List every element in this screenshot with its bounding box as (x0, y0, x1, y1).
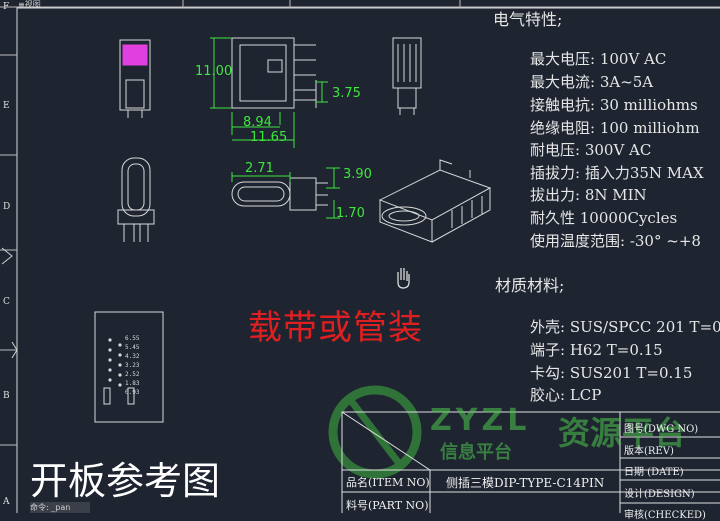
watermark-sub: 信息平台 (440, 442, 512, 463)
spec-contact-resistance: 接触电抗: 30 milliohms (530, 96, 698, 114)
pcb-label: 2.52 (125, 371, 140, 378)
spec-temperature-range: 使用温度范围: -30° ~+8 (530, 232, 701, 250)
pcb-dimension-labels: 6.55 5.45 4.32 3.23 2.52 1.83 0.93 (125, 334, 139, 397)
pcb-label: 5.45 (125, 344, 140, 351)
material-title: 材质材料; (495, 276, 565, 295)
dimension-11-65: 11.65 (250, 130, 288, 145)
part-horizontal-receptacle (231, 177, 328, 211)
spec-withstand-voltage: 耐电压: 300V AC (530, 141, 652, 159)
pan-hand-cursor-icon (397, 268, 410, 289)
dimension-3-75: 3.75 (332, 86, 361, 101)
part-top-view (392, 37, 422, 115)
receptacle-dimension-lines (231, 167, 340, 219)
command-line[interactable]: 命令: _pan (30, 502, 90, 513)
title-part-label: 料号(PART NO) (346, 499, 429, 512)
side-dimension-lines (210, 37, 328, 148)
left-ruler (0, 54, 17, 446)
pcb-label: 0.93 (125, 389, 140, 396)
part-side-view (231, 37, 317, 109)
drawing-frame (16, 7, 720, 513)
pcb-layout (94, 311, 164, 423)
dimension-2-71: 2.71 (245, 161, 274, 176)
ruler-letter-f: F (3, 2, 10, 12)
material-shell: 外壳: SUS/SPCC 201 T=0 (530, 318, 720, 336)
watermark-logo-icon (328, 385, 422, 479)
ruler-letter-b: B (3, 391, 10, 401)
pcb-label: 1.83 (125, 380, 140, 387)
reference-caption: 开板参考图 (30, 459, 221, 503)
title-design-label: 设计(DESIGN) (624, 489, 695, 500)
pcb-label: 3.23 (125, 362, 140, 369)
spec-durability: 耐久性 10000Cycles (530, 209, 678, 227)
material-insulator: 胶心: LCP (530, 386, 602, 404)
spec-insulation-resistance: 绝缘电阻: 100 milliohm (530, 119, 700, 137)
spec-max-current: 最大电流: 3A~5A (530, 73, 654, 91)
watermark-big: 资源平台 (558, 414, 687, 452)
packaging-note: 载带或管装 (248, 308, 423, 348)
watermark-brand: ZYZL (430, 403, 531, 438)
dimension-11-00: 11.00 (195, 64, 233, 79)
dimension-1-70: 1.70 (336, 206, 365, 221)
spec-withdrawal-force: 拔出力: 8N MIN (530, 186, 647, 204)
dimension-3-90: 3.90 (343, 167, 372, 182)
part-isometric-view (378, 159, 492, 243)
ruler-letter-c: C (3, 297, 10, 307)
ruler-letter-e: E (3, 101, 10, 111)
material-hook: 卡勾: SUS201 T=0.15 (530, 364, 693, 382)
title-check-label: 审核(CHECKED) (624, 510, 706, 521)
dimension-8-94: 8.94 (243, 115, 272, 130)
spec-max-voltage: 最大电压: 100V AC (530, 50, 667, 68)
small-arrow-icon (11, 341, 18, 359)
title-rev-label: 版本(REV) (624, 446, 674, 457)
material-terminal: 端子: H62 T=0.15 (530, 341, 663, 359)
pcb-label: 4.32 (125, 353, 140, 360)
title-block (341, 411, 720, 513)
electrical-title: 电气特性; (493, 10, 563, 29)
title-date-label: 日期 (DATE) (624, 467, 684, 478)
title-item-value: 侧插三模DIP-TYPE-C14PIN (446, 476, 605, 490)
part-vertical-outline (117, 157, 155, 242)
spec-insertion-force: 插拔力: 插入力35N MAX (530, 164, 704, 182)
top-left-menu-text[interactable]: ≡视图 (18, 0, 41, 9)
part-front-view (119, 39, 151, 118)
title-dwg-label: 图号(DWG NO) (624, 424, 699, 435)
ruler-letter-a: A (3, 497, 10, 507)
left-arrow-icon (1, 247, 13, 265)
title-item-label: 品名(ITEM NO) (346, 476, 430, 489)
ruler-letter-d: D (3, 202, 11, 212)
pcb-label: 6.55 (125, 335, 140, 342)
